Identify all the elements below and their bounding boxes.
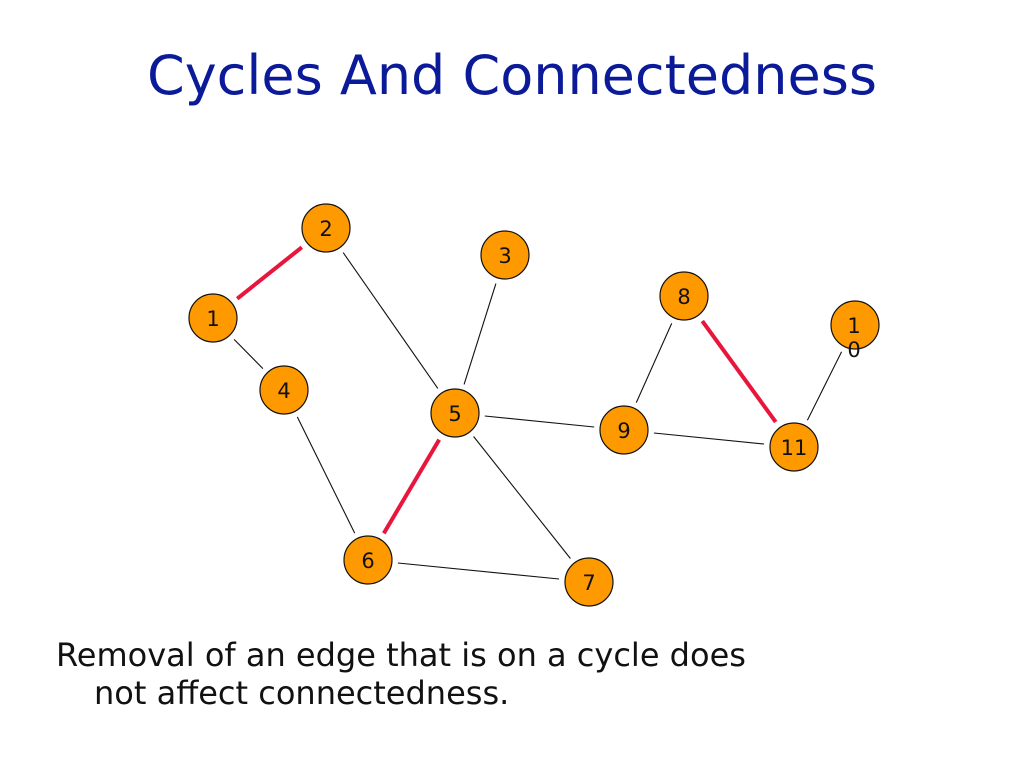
edge-4-6 (296, 416, 356, 534)
caption: Removal of an edge that is on a cycle do… (56, 636, 956, 713)
node-circle-9 (599, 405, 649, 455)
node-2: 2 (301, 203, 351, 253)
edge-2-5 (342, 252, 439, 389)
edge-5-9 (484, 415, 595, 428)
node-8: 8 (659, 271, 709, 321)
node-circle-6 (343, 535, 393, 585)
edge-5-7 (473, 436, 571, 559)
node-circle-11 (769, 422, 819, 472)
caption-line-1: Removal of an edge that is on a cycle do… (56, 636, 746, 674)
node-11: 11 (769, 422, 819, 472)
edge-8-9 (635, 323, 673, 403)
node-label-7: 7 (582, 571, 595, 595)
node-9: 9 (599, 405, 649, 455)
node-label-9: 9 (617, 419, 630, 443)
node-3: 3 (480, 230, 530, 280)
node-4: 4 (259, 365, 309, 415)
node-label-8: 8 (677, 285, 690, 309)
caption-line-2: not affect connectedness. (94, 674, 510, 713)
node-label-4: 4 (277, 379, 290, 403)
node-5: 5 (430, 388, 480, 438)
edge-8-11-highlighted (700, 319, 778, 424)
node-7: 7 (564, 557, 614, 607)
edge-10-11 (806, 351, 843, 421)
node-label-5: 5 (448, 402, 461, 426)
edges-layer (233, 245, 843, 580)
node-label-1: 1 (206, 307, 219, 331)
node-label-11: 11 (781, 436, 808, 460)
node-circle-5 (430, 388, 480, 438)
slide-title: Cycles And Connectedness (147, 44, 877, 107)
edge-1-4 (233, 339, 264, 369)
node-circle-1 (188, 293, 238, 343)
node-label-3: 3 (498, 244, 511, 268)
node-circle-4 (259, 365, 309, 415)
edge-3-5 (463, 283, 497, 385)
edge-5-6-highlighted (382, 438, 441, 535)
edge-6-7 (397, 562, 560, 580)
edge-9-11 (653, 432, 765, 445)
node-circle-2 (301, 203, 351, 253)
edge-1-2-highlighted (235, 245, 304, 301)
node-circle-10 (830, 300, 880, 350)
node-circle-8 (659, 271, 709, 321)
node-1: 1 (188, 293, 238, 343)
node-label-6: 6 (361, 549, 374, 573)
node-6: 6 (343, 535, 393, 585)
node-label-2: 2 (319, 217, 332, 241)
node-circle-3 (480, 230, 530, 280)
node-circle-7 (564, 557, 614, 607)
